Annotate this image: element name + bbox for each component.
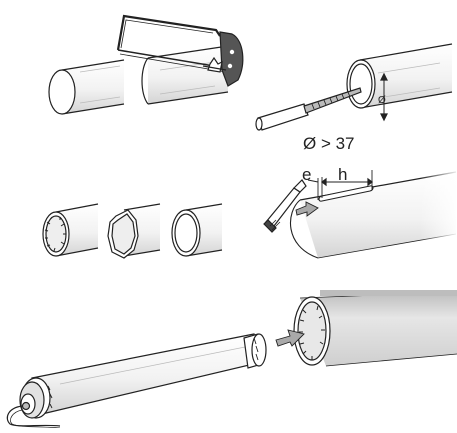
grooved-tube-profile xyxy=(42,203,99,257)
insert-arrow xyxy=(295,201,319,217)
diameter-spec-label: Ø > 37 xyxy=(303,134,355,153)
deburr-step xyxy=(255,43,453,131)
tube-cut-step xyxy=(48,14,244,115)
file-tool xyxy=(257,103,309,131)
octagonal-tube-profile xyxy=(107,203,161,259)
tube-profiles xyxy=(42,203,223,259)
round-tube-profile xyxy=(171,203,223,257)
motor-arrow xyxy=(275,329,305,347)
motor-insertion-step xyxy=(6,290,457,429)
diameter-mark: Ø xyxy=(378,95,386,106)
slot-step xyxy=(263,160,457,260)
hacksaw-handle xyxy=(219,31,244,87)
hacksaw-blade xyxy=(117,49,227,69)
dimension-e-label: e xyxy=(302,165,312,184)
dimension-h-label: h xyxy=(338,165,348,184)
tubular-motor xyxy=(31,333,263,415)
motor-cable xyxy=(6,405,61,427)
hacksaw-frame xyxy=(116,14,221,51)
